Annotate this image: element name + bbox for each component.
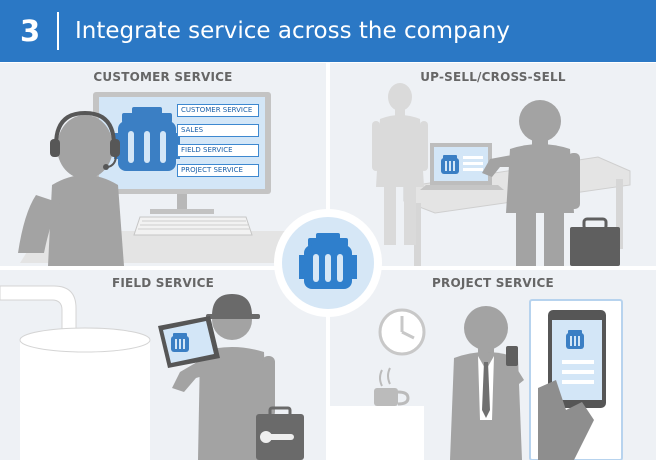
app-logo-icon <box>171 333 189 352</box>
toolbox-icon <box>256 406 304 460</box>
step-number: 3 <box>20 14 41 48</box>
customer-service-illustration <box>18 92 320 266</box>
menu-item-project-service: PROJECT SERVICE <box>177 164 259 177</box>
laptop-base <box>420 185 504 190</box>
field-service-illustration <box>0 285 304 460</box>
panel-field-service: FIELD SERVICE <box>0 270 326 460</box>
field-service-title: FIELD SERVICE <box>111 276 215 290</box>
agent-figure <box>18 115 124 266</box>
tank <box>20 340 150 460</box>
technician-figure <box>172 294 275 460</box>
menu-item-customer-service: CUSTOMER SERVICE <box>177 104 259 117</box>
step-divider <box>57 12 59 50</box>
menu-item-field-service: FIELD SERVICE <box>177 144 259 157</box>
project-service-illustration <box>330 299 623 460</box>
project-service-title: PROJECT SERVICE <box>432 276 554 290</box>
briefcase-icon <box>570 217 620 266</box>
monitor-base <box>150 209 214 214</box>
side-table <box>330 406 424 460</box>
businessman-figure <box>450 306 524 460</box>
panel-project-service: PROJECT SERVICE <box>330 270 656 460</box>
customer-service-title: CUSTOMER SERVICE <box>93 70 233 84</box>
app-logo-icon <box>441 155 483 174</box>
app-logo-icon <box>562 330 594 384</box>
customer-figure <box>482 100 580 266</box>
panel-customer-service: CUSTOMER SERVICE CUSTOMER SERVICE SALES … <box>0 63 326 266</box>
desk-leg <box>616 179 623 249</box>
headset-icon <box>50 110 120 170</box>
salesperson-figure <box>372 83 428 245</box>
keyboard <box>133 216 253 236</box>
tank-top <box>19 327 151 353</box>
panel-upsell-cross-sell: UP-SELL/CROSS-SELL <box>330 63 656 266</box>
monitor-stand <box>177 193 187 211</box>
coffee-cup-icon <box>374 367 410 406</box>
desk-leg <box>414 203 421 266</box>
step-title: Integrate service across the company <box>75 18 510 44</box>
app-logo-icon <box>114 107 180 171</box>
step-header: 3 Integrate service across the company <box>0 0 656 62</box>
upsell-title: UP-SELL/CROSS-SELL <box>420 70 566 84</box>
hub-badge <box>282 217 374 309</box>
clock-icon <box>378 308 426 356</box>
upsell-illustration <box>372 83 631 266</box>
central-hub <box>274 209 382 317</box>
dynamics-service-icon <box>299 233 357 289</box>
menu-item-sales: SALES <box>177 124 259 137</box>
